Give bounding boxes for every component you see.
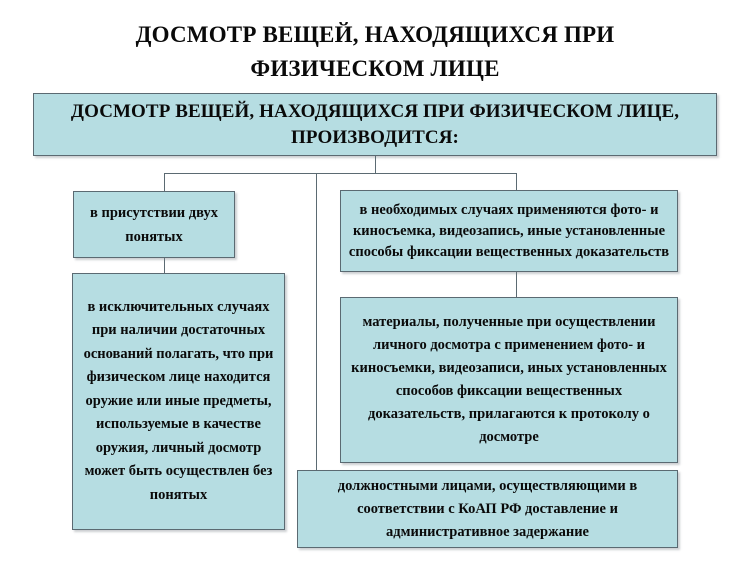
connector-middle-drop bbox=[316, 173, 317, 477]
node-root: ДОСМОТР ВЕЩЕЙ, НАХОДЯЩИХСЯ ПРИ ФИЗИЧЕСКО… bbox=[33, 93, 717, 156]
page-title-line-1: ДОСМОТР ВЕЩЕЙ, НАХОДЯЩИХСЯ ПРИ bbox=[135, 22, 615, 47]
connector-right-link bbox=[516, 272, 517, 298]
node-materials-attached-label: материалы, полученные при осуществлении … bbox=[351, 314, 667, 445]
node-exceptional-cases: в исключительных случаях при наличии дос… bbox=[72, 273, 285, 530]
node-exceptional-cases-label: в исключительных случаях при наличии дос… bbox=[83, 298, 274, 503]
page-title-line-2: ФИЗИЧЕСКОМ ЛИЦЕ bbox=[250, 56, 500, 81]
connector-root-stem bbox=[375, 156, 376, 174]
node-photo-recording-label: в необходимых случаях применяются фото- … bbox=[348, 201, 670, 260]
node-photo-recording: в необходимых случаях применяются фото- … bbox=[340, 190, 678, 272]
connector-left-drop bbox=[164, 173, 165, 192]
connector-right-drop bbox=[516, 173, 517, 191]
page-title: ДОСМОТР ВЕЩЕЙ, НАХОДЯЩИХСЯ ПРИ ФИЗИЧЕСКО… bbox=[95, 18, 655, 86]
node-root-label: ДОСМОТР ВЕЩЕЙ, НАХОДЯЩИХСЯ ПРИ ФИЗИЧЕСКО… bbox=[70, 100, 680, 148]
node-officials-label: должностными лицами, осуществляющими в с… bbox=[337, 477, 638, 540]
node-materials-attached: материалы, полученные при осуществлении … bbox=[340, 297, 678, 463]
connector-left-link bbox=[164, 258, 165, 274]
node-officials: должностными лицами, осуществляющими в с… bbox=[297, 470, 678, 548]
connector-branch-bar bbox=[164, 173, 517, 174]
node-witnesses: в присутствии двух понятых bbox=[73, 191, 235, 258]
node-witnesses-label: в присутствии двух понятых bbox=[90, 204, 218, 245]
